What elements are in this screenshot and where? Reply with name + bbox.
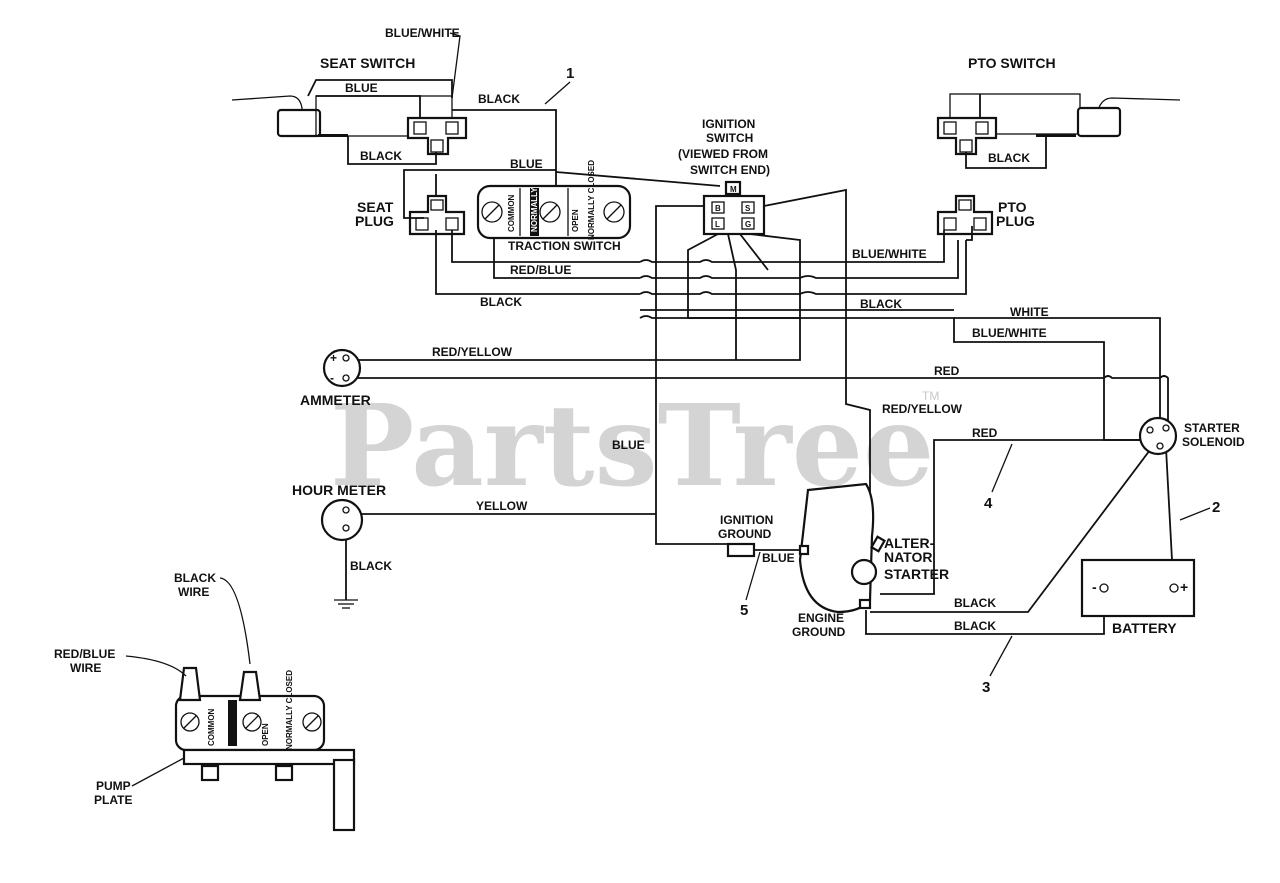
ignition-ground-label-1: IGNITION (720, 513, 773, 527)
wire-label-yellow: YELLOW (476, 499, 528, 513)
battery: - + (1080, 558, 1196, 618)
alternator-starter (798, 482, 886, 614)
wire-label-black-main: BLACK (480, 295, 522, 309)
svg-text:STARTER: STARTER (884, 566, 949, 582)
battery-label: BATTERY (1112, 620, 1177, 636)
starter-solenoid-label-2: SOLENOID (1182, 435, 1245, 449)
callout-2: 2 (1212, 499, 1220, 516)
seat-plug-label-1: SEAT (357, 199, 394, 215)
svg-text:G: G (745, 220, 751, 229)
svg-text:NORMALLY: NORMALLY (530, 187, 539, 232)
wire-label-blue-white-right: BLUE/WHITE (972, 326, 1047, 340)
svg-text:B: B (715, 204, 721, 213)
traction-switch: COMMON NORMALLY OPEN NORMALLY CLOSED (476, 160, 632, 240)
pto-plug (936, 194, 994, 236)
wire-label-red-sol: RED (972, 426, 998, 440)
ignition-ground (726, 542, 810, 558)
starter-solenoid-label-1: STARTER (1184, 421, 1240, 435)
engine-ground-label-1: ENGINE (798, 611, 844, 625)
wires (307, 79, 1173, 635)
svg-text:M: M (730, 185, 737, 194)
seat-switch (231, 95, 468, 156)
svg-text:COMMON: COMMON (207, 708, 216, 746)
svg-text:SWITCH: SWITCH (706, 131, 753, 145)
wire-label-black-seat2: BLACK (360, 149, 402, 163)
pto-switch-label: PTO SWITCH (968, 55, 1056, 71)
wire-label-black-ground: BLACK (350, 559, 392, 573)
svg-text:ALTER-: ALTER- (884, 535, 935, 551)
pump-plate-detail: COMMON OPEN NORMALLY CLOSED (174, 666, 356, 832)
wire-label-red-yellow2: RED/YELLOW (882, 402, 963, 416)
ignition-switch-labels: IGNITION SWITCH (VIEWED FROM SWITCH END) (678, 117, 770, 177)
wire-label-red-blue: RED/BLUE (510, 263, 571, 277)
svg-text:IGNITION: IGNITION (702, 117, 755, 131)
callout-4: 4 (984, 495, 993, 512)
svg-text:OPEN: OPEN (261, 723, 270, 746)
wire-label-white: WHITE (1010, 305, 1049, 319)
callout-3: 3 (982, 679, 990, 696)
pto-plug-label-2: PLUG (996, 213, 1035, 229)
svg-text:NORMALLY CLOSED: NORMALLY CLOSED (285, 670, 294, 750)
ground-symbol (334, 599, 358, 609)
svg-text:S: S (745, 204, 751, 213)
seat-plug (408, 194, 466, 236)
traction-switch-label: TRACTION SWITCH (508, 239, 621, 253)
seat-switch-label: SEAT SWITCH (320, 55, 415, 71)
callout-1: 1 (566, 65, 574, 82)
watermark-tm: TM (922, 389, 939, 403)
engine-ground-label-2: GROUND (792, 625, 846, 639)
callout-5: 5 (740, 602, 748, 619)
wire-label-blue-white-top: BLUE/WHITE (385, 26, 460, 40)
starter-solenoid (1138, 416, 1178, 456)
svg-text:(VIEWED FROM: (VIEWED FROM (678, 147, 768, 161)
ignition-ground-label-2: GROUND (718, 527, 772, 541)
ammeter-minus: - (330, 371, 334, 385)
pump-plate-label-1: PUMP (96, 779, 131, 793)
wire-label-black-pto: BLACK (988, 151, 1030, 165)
wire-label-black-seat: BLACK (478, 92, 520, 106)
red-blue-wire-label-1: RED/BLUE (54, 647, 115, 661)
pump-plate-label-2: PLATE (94, 793, 132, 807)
hour-meter-label: HOUR METER (292, 482, 386, 498)
ammeter-label: AMMETER (300, 392, 371, 408)
battery-positive: + (1180, 579, 1188, 595)
red-blue-wire-label-2: WIRE (70, 661, 101, 675)
svg-text:L: L (715, 220, 720, 229)
wire-label-blue-ign-ground: BLUE (762, 551, 795, 565)
wire-label-blue-white-pto: BLUE/WHITE (852, 247, 927, 261)
black-wire-label-1: BLACK (174, 571, 216, 585)
wire-label-blue-vert: BLUE (612, 438, 645, 452)
pto-switch (936, 93, 1181, 156)
svg-text:OPEN: OPEN (571, 209, 580, 232)
pto-plug-label-1: PTO (998, 199, 1027, 215)
svg-text:SWITCH END): SWITCH END) (690, 163, 770, 177)
wire-label-blue-to-ign: BLUE (510, 157, 543, 171)
ammeter: + - (322, 348, 362, 388)
seat-plug-label-2: PLUG (355, 213, 394, 229)
svg-text:NORMALLY CLOSED: NORMALLY CLOSED (587, 160, 596, 240)
alternator-label: ALTER- NATOR STARTER (884, 535, 949, 582)
wire-label-black-right: BLACK (860, 297, 902, 311)
battery-negative: - (1092, 579, 1097, 595)
ignition-switch: M B S L G (702, 180, 766, 236)
wire-label-black-batt1: BLACK (954, 596, 996, 610)
black-wire-label-2: WIRE (178, 585, 209, 599)
hour-meter (320, 498, 364, 542)
svg-text:COMMON: COMMON (507, 194, 516, 232)
ammeter-plus: + (330, 351, 337, 365)
wire-label-black-batt2: BLACK (954, 619, 996, 633)
wire-label-blue-seat: BLUE (345, 81, 378, 95)
wire-label-red-yellow: RED/YELLOW (432, 345, 513, 359)
wire-label-red: RED (934, 364, 960, 378)
svg-text:NATOR: NATOR (884, 549, 932, 565)
